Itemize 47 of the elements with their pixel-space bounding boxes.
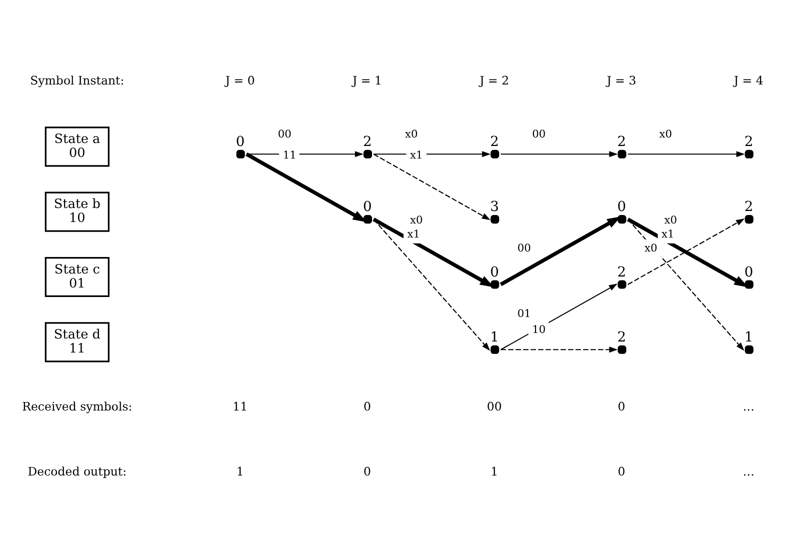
label: 11 [232,399,248,414]
label: J = 0 [225,73,255,88]
node-label: 2 [362,134,372,150]
label: Symbol Instant: [30,73,124,88]
node-label: 2 [617,330,626,346]
edge-label: x0 [664,214,678,227]
edge-label: 00 [278,127,292,140]
label: J = 1 [352,73,382,88]
edge-label: 00 [532,127,546,140]
node-label: 0 [617,199,626,216]
label: 0 [363,399,371,414]
node-label: 0 [490,264,499,280]
label: 0 [363,464,371,478]
node-label: 0 [362,199,372,216]
edge-label: x1 [662,227,674,240]
label: J = 4 [734,73,764,88]
label: J = 2 [480,73,510,88]
label: … [742,399,754,414]
node-label: 1 [490,330,499,346]
label: 00 [486,399,502,414]
label: 0 [618,399,626,414]
edge-label: 11 [282,148,296,162]
label: Received symbols: [22,399,132,414]
edge-label: x0 [410,214,423,227]
label: J = 3 [606,73,636,88]
node-label: 3 [490,199,499,216]
edge-label: 10 [532,322,546,336]
edge-label: 01 [517,306,531,320]
label: 1 [236,464,244,478]
label: … [742,464,754,478]
node-label: 2 [744,199,754,216]
label: 1 [490,464,498,478]
node-label: 2 [617,264,626,280]
edge-label: x0 [659,127,672,140]
node-label: 1 [744,330,754,346]
edge-label: x1 [410,148,423,162]
label: 0 [618,464,626,478]
node-label: 2 [490,134,499,150]
node-label: 2 [744,134,754,150]
edge-label: x0 [644,242,658,255]
node-label: 2 [617,134,626,150]
edge-label: 00 [517,242,531,255]
label: Decoded output: [28,464,127,478]
node-label: 0 [236,134,245,150]
node-label: 0 [744,264,754,280]
edge-label: x0 [404,127,418,140]
edge-label: x1 [407,227,420,240]
